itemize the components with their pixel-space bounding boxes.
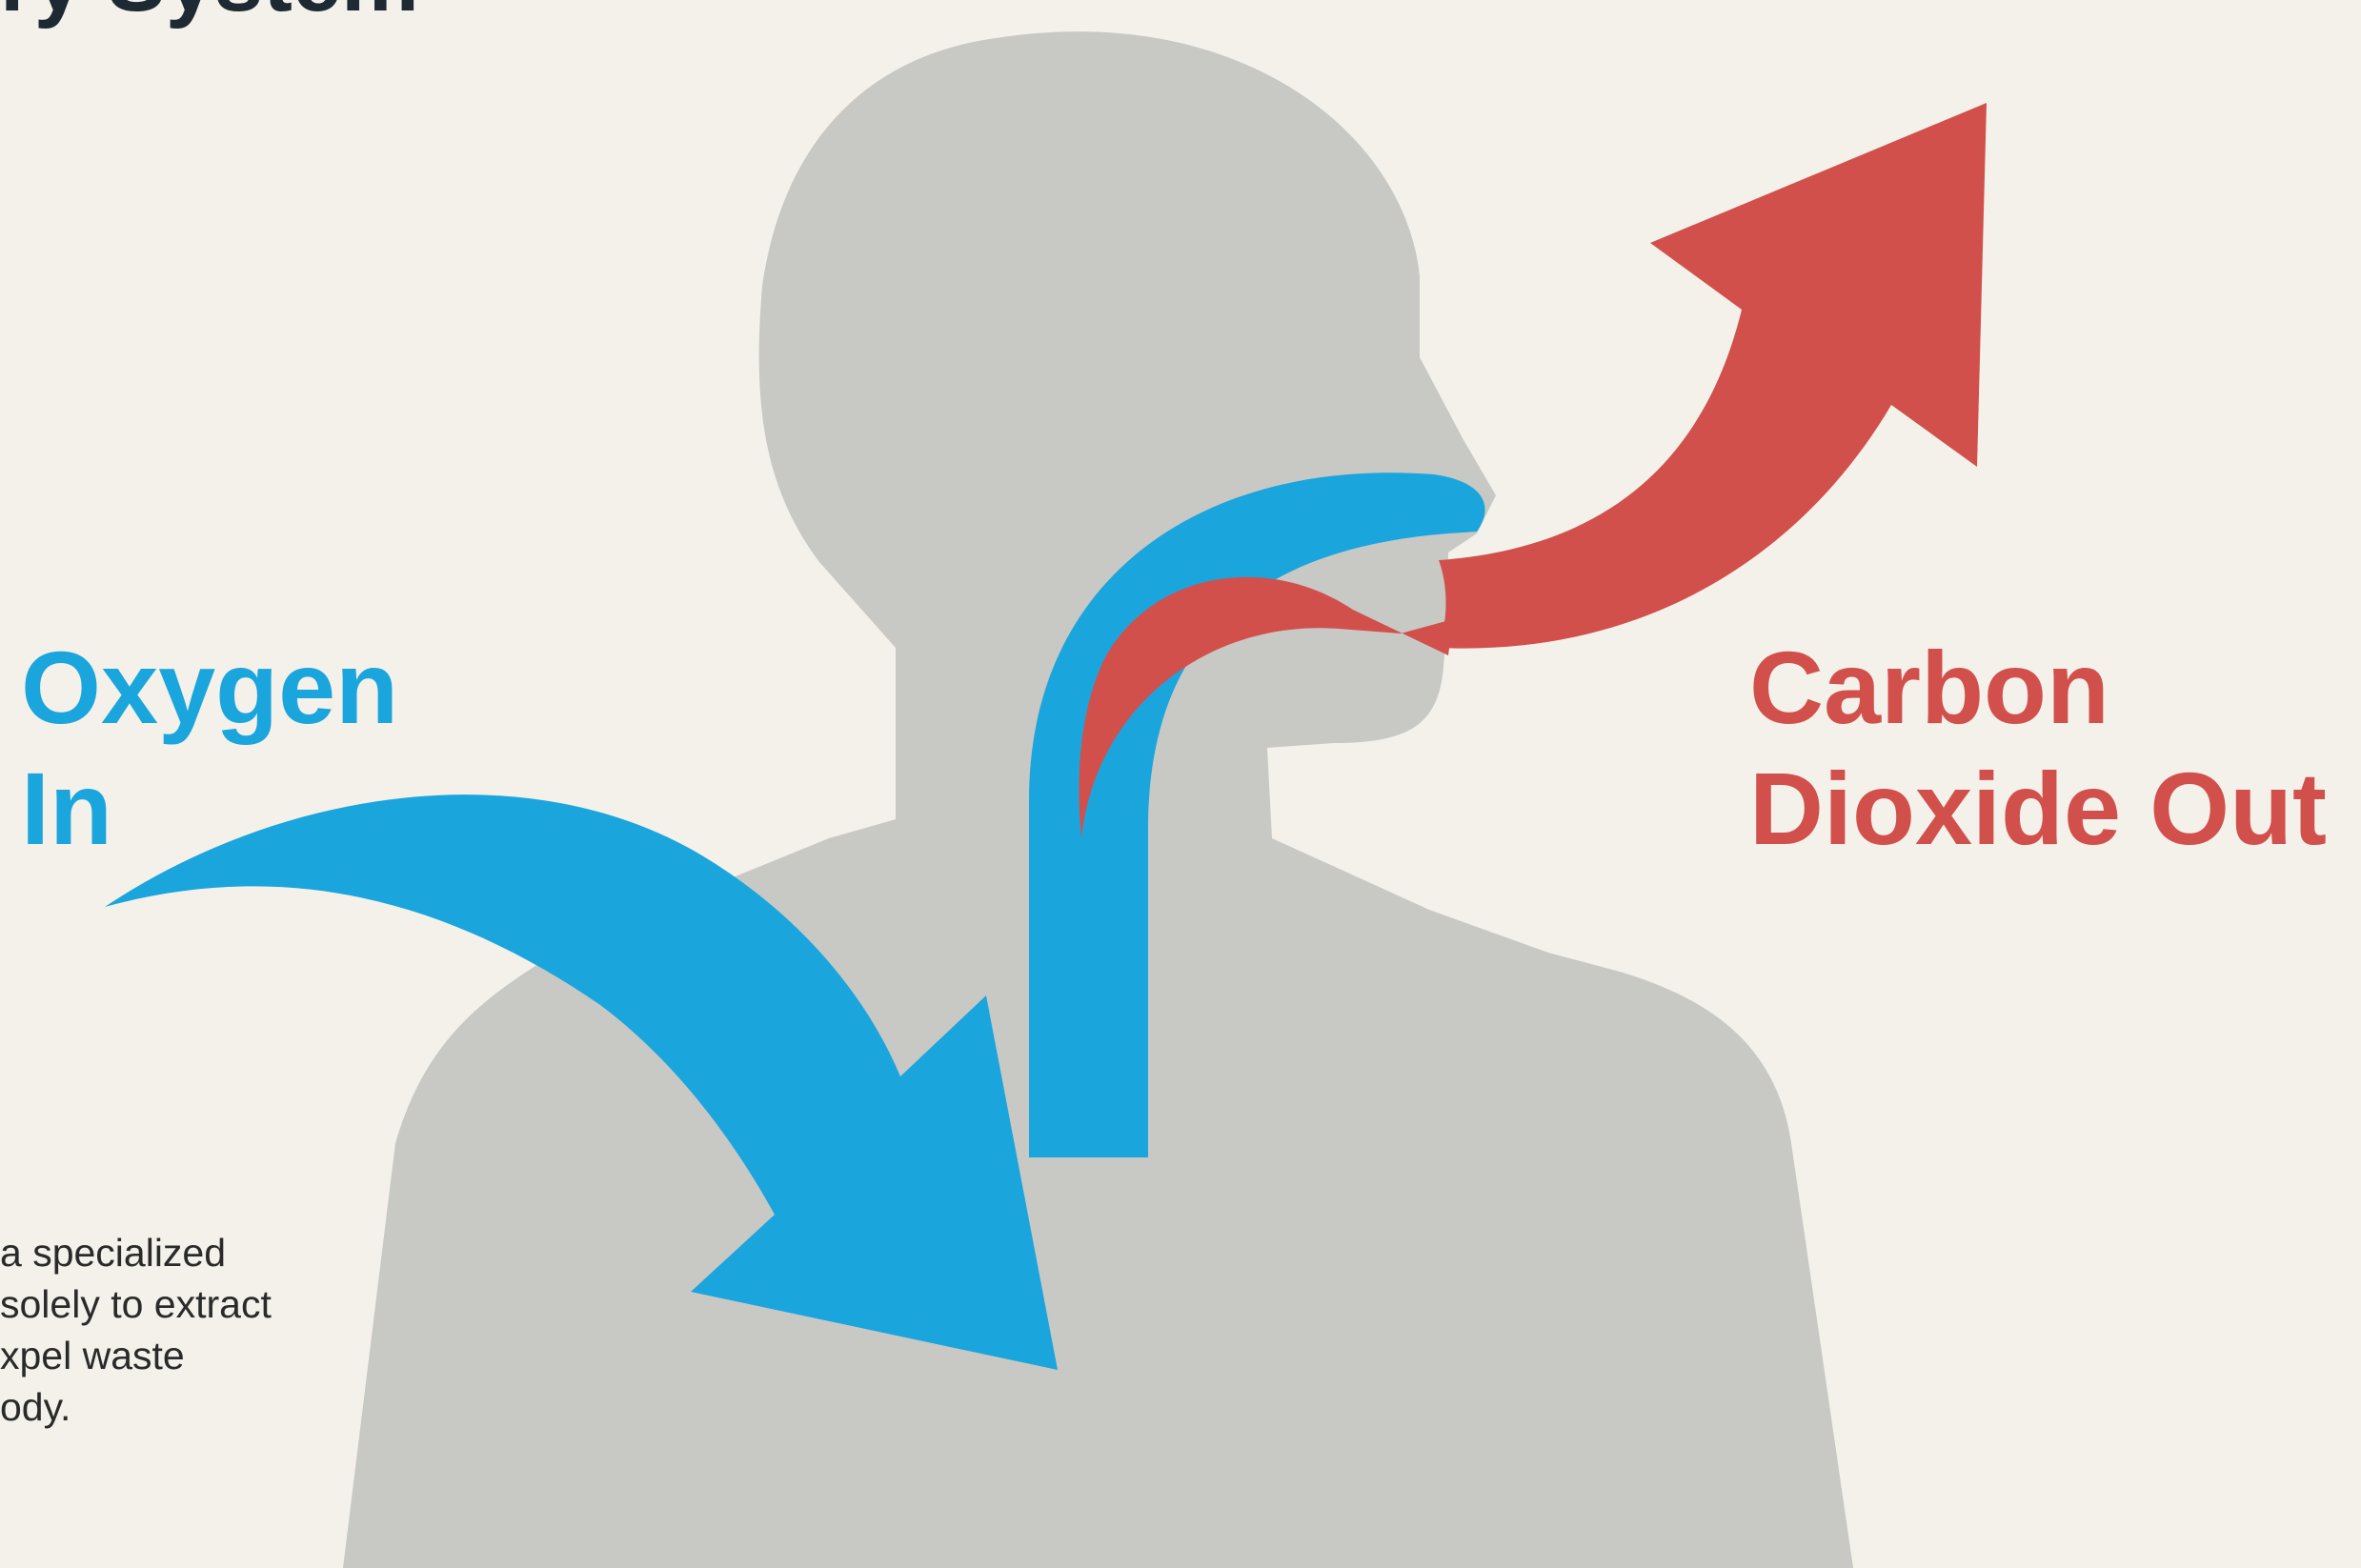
oxygen-in-label: Oxygen In bbox=[21, 627, 398, 870]
carbon-dioxide-out-label: Carbon Dioxide Out bbox=[1749, 627, 2327, 870]
oxygen-label-line1: Oxygen bbox=[21, 627, 398, 748]
co2-label-line1: Carbon bbox=[1749, 627, 2327, 748]
oxygen-label-line2: In bbox=[21, 748, 398, 869]
co2-label-line2: Dioxide Out bbox=[1749, 748, 2327, 869]
carbon-dioxide-arrow-icon bbox=[1439, 103, 1987, 649]
description-caption: a specialized solely to extract xpel was… bbox=[0, 1227, 272, 1433]
caption-line-4: ody. bbox=[0, 1381, 272, 1433]
caption-line-2: solely to extract bbox=[0, 1278, 272, 1330]
caption-line-3: xpel waste bbox=[0, 1330, 272, 1381]
caption-line-1: a specialized bbox=[0, 1227, 272, 1278]
